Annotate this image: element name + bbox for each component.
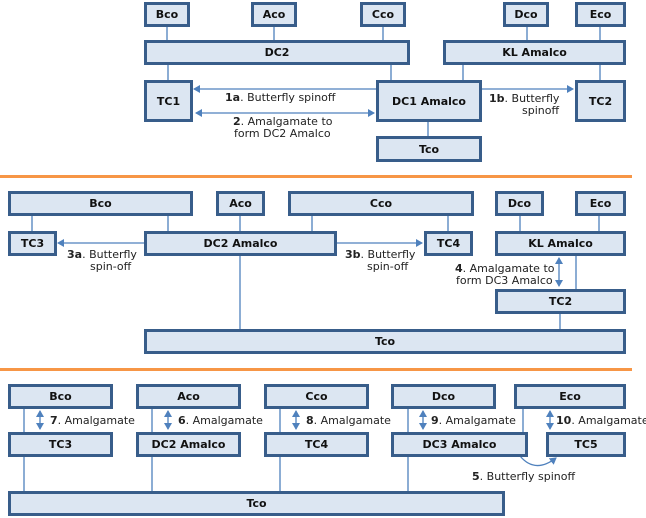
box-kl-amalco: KL Amalco — [495, 231, 626, 256]
box-tc4: TC4 — [424, 231, 473, 256]
label-step-2: 2. Amalgamate to — [233, 115, 333, 128]
label-step-3a-line2: spin-off — [90, 260, 132, 273]
label-step-10: 10. Amalgamate — [556, 414, 646, 427]
box-tco: Tco — [144, 329, 626, 354]
label-step-4-line2: form DC3 Amalco — [456, 274, 553, 287]
box-tc2: TC2 — [575, 80, 626, 122]
box-tc4: TC4 — [264, 432, 369, 457]
box-tc1: TC1 — [144, 80, 193, 122]
box-tco: Tco — [8, 491, 505, 516]
box-cco: Cco — [360, 2, 406, 27]
box-tco: Tco — [376, 136, 482, 162]
label-step-3b-line2: spin-off — [367, 260, 409, 273]
box-aco: Aco — [216, 191, 265, 216]
box-aco: Aco — [251, 2, 297, 27]
box-cco: Cco — [288, 191, 474, 216]
box-eco: Eco — [514, 384, 626, 409]
label-step-8: 8. Amalgamate — [306, 414, 391, 427]
box-bco: Bco — [8, 384, 113, 409]
box-dc2-amalco: DC2 Amalco — [136, 432, 241, 457]
box-tc5: TC5 — [546, 432, 626, 457]
box-tc3: TC3 — [8, 432, 113, 457]
box-kl-amalco: KL Amalco — [443, 40, 626, 65]
box-dc2: DC2 — [144, 40, 410, 65]
label-step-9: 9. Amalgamate — [431, 414, 516, 427]
label-step-3b: 3b. Butterfly — [345, 248, 416, 261]
section-separator-1 — [0, 175, 632, 178]
box-bco: Bco — [8, 191, 193, 216]
box-bco: Bco — [144, 2, 190, 27]
label-step-6: 6. Amalgamate — [178, 414, 263, 427]
label-step-3a: 3a. Butterfly — [67, 248, 137, 261]
box-dco: Dco — [503, 2, 549, 27]
arrow-5 — [519, 455, 557, 467]
box-eco: Eco — [575, 191, 626, 216]
box-dco: Dco — [495, 191, 544, 216]
label-step-1a: 1a. Butterfly spinoff — [225, 91, 336, 104]
box-dco: Dco — [391, 384, 496, 409]
box-dc2-amalco: DC2 Amalco — [144, 231, 337, 256]
box-tc3: TC3 — [8, 231, 57, 256]
label-step-1b: 1b. Butterfly — [489, 92, 560, 105]
box-tc2: TC2 — [495, 289, 626, 314]
box-dc1-amalco: DC1 Amalco — [376, 80, 482, 122]
label-step-2-line2: form DC2 Amalco — [234, 127, 331, 140]
box-cco: Cco — [264, 384, 369, 409]
label-step-4: 4. Amalgamate to — [455, 262, 555, 275]
box-dc3-amalco: DC3 Amalco — [391, 432, 528, 457]
label-step-1b-line2: spinoff — [522, 104, 560, 117]
box-aco: Aco — [136, 384, 241, 409]
label-step-7: 7. Amalgamate — [50, 414, 135, 427]
box-eco: Eco — [575, 2, 626, 27]
section-separator-2 — [0, 368, 632, 371]
label-step-5: 5. Butterfly spinoff — [472, 470, 576, 483]
